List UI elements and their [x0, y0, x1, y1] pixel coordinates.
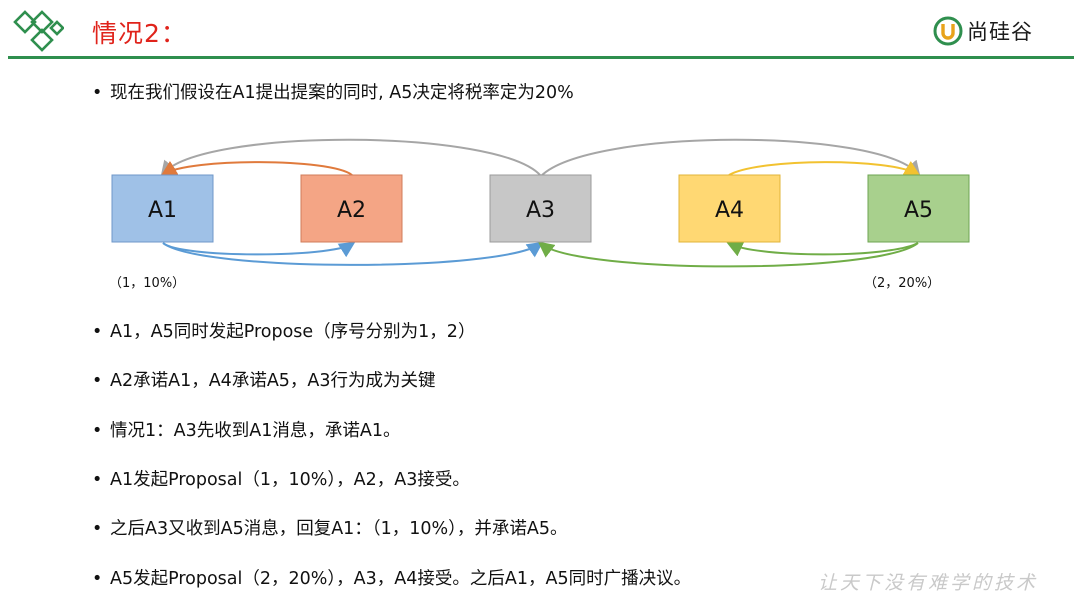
bullet-text: A1发起Proposal（1，10%），A2，A3接受。 — [110, 470, 470, 490]
bullet-dot: • — [92, 83, 103, 103]
arrow-a5-to-a3 — [537, 241, 919, 268]
node-a4: A4 — [678, 174, 781, 243]
node-a4-label: A4 — [715, 198, 744, 223]
arrow-a4-to-a5 — [728, 161, 921, 177]
arrow-a3-to-a5 — [540, 138, 921, 178]
bullet-2: • A2承诺A1，A4承诺A5，A3行为成为关键 — [92, 367, 436, 392]
arrow-a3-to-a1 — [160, 138, 542, 178]
node-a5: A5 — [867, 174, 970, 243]
bullet-dot: • — [92, 371, 103, 391]
intro-text: 现在我们假设在A1提出提案的同时, A5决定将税率定为20% — [110, 83, 574, 103]
brand-u-icon — [933, 16, 963, 46]
bullet-text: 之后A3又收到A5消息，回复A1：（1，10%），并承诺A5。 — [110, 519, 568, 539]
arrow-a1-to-a3 — [162, 241, 544, 266]
bullet-dot: • — [92, 421, 103, 441]
bullet-text: A5发起Proposal（2，20%），A3，A4接受。之后A1，A5同时广播决… — [110, 569, 692, 589]
node-a2: A2 — [300, 174, 403, 243]
diamond-logo-icon — [13, 10, 64, 52]
bullet-3: • 情况1：A3先收到A1消息，承诺A1。 — [92, 417, 400, 442]
arrow-a1-to-a2 — [162, 241, 356, 258]
bullet-dot: • — [92, 519, 103, 539]
node-a3-label: A3 — [526, 198, 555, 223]
bullet-dot: • — [92, 322, 103, 342]
node-a2-label: A2 — [337, 198, 366, 223]
brand-name: 尚硅谷 — [967, 20, 1033, 44]
bullet-text: 情况1：A3先收到A1消息，承诺A1。 — [110, 421, 401, 441]
arrow-a2-to-a1 — [160, 160, 353, 177]
watermark: 让天下没有难学的技术 — [818, 572, 1039, 594]
header-rule — [8, 56, 1074, 59]
bullet-4: • A1发起Proposal（1，10%），A2，A3接受。 — [92, 466, 470, 491]
intro-bullet: • 现在我们假设在A1提出提案的同时, A5决定将税率定为20% — [92, 79, 574, 104]
bullet-text: A2承诺A1，A4承诺A5，A3行为成为关键 — [110, 371, 436, 391]
note-a1: （1，10%） — [109, 276, 186, 291]
brand: 尚硅谷 — [933, 14, 1033, 48]
bullet-text: A1，A5同时发起Propose（序号分别为1，2） — [110, 322, 476, 342]
bullet-dot: • — [92, 470, 103, 490]
bullet-5: • 之后A3又收到A5消息，回复A1：（1，10%），并承诺A5。 — [92, 515, 567, 540]
diagram: A1 A2 A3 A4 A5 — [111, 138, 970, 268]
node-a1-label: A1 — [148, 198, 177, 223]
node-a1: A1 — [111, 174, 214, 243]
arrow-a5-to-a4 — [726, 241, 919, 257]
node-a3: A3 — [489, 174, 592, 243]
bullet-dot: • — [92, 569, 103, 589]
page-title: 情况2： — [92, 19, 187, 48]
bullet-1: • A1，A5同时发起Propose（序号分别为1，2） — [92, 318, 475, 343]
bullet-6: • A5发起Proposal（2，20%），A3，A4接受。之后A1，A5同时广播… — [92, 565, 691, 590]
note-a5: （2，20%） — [864, 276, 941, 291]
node-a5-label: A5 — [904, 198, 933, 223]
